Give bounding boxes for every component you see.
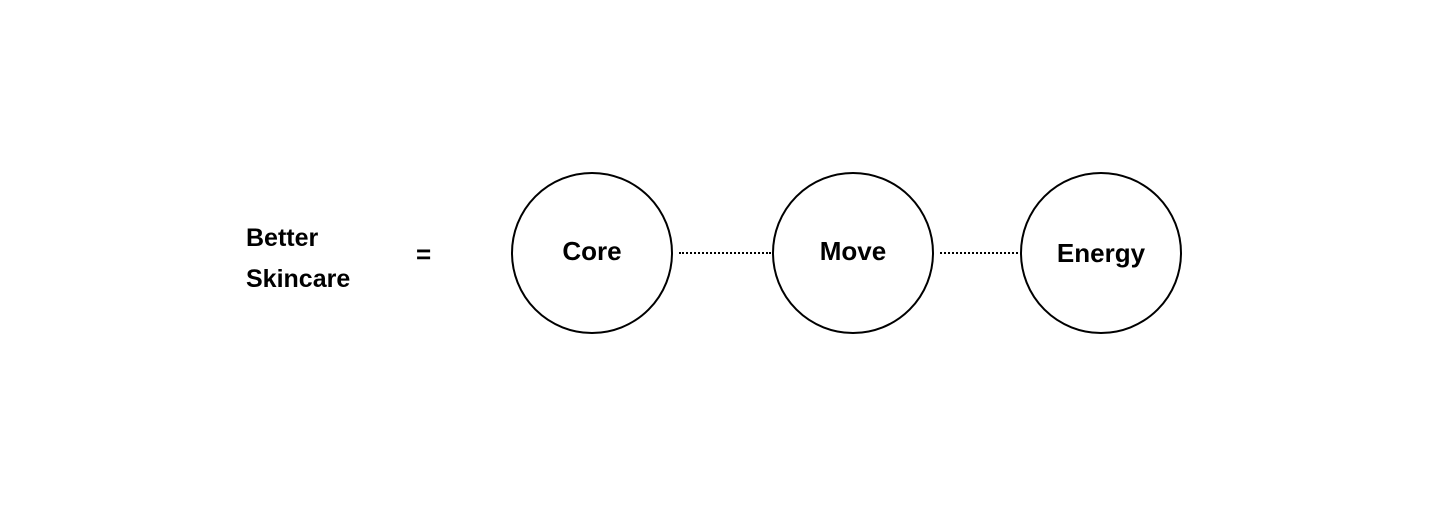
- node-move-label: Move: [819, 235, 887, 266]
- node-core-label: Core: [562, 235, 622, 266]
- node-energy-circle: Energy: [1020, 172, 1182, 334]
- node-move-circle: Move: [772, 172, 934, 334]
- dotted-connector-move-energy: [940, 252, 1018, 254]
- lhs-line-2: Skincare: [246, 265, 351, 293]
- node-energy-label: Energy: [1056, 238, 1146, 268]
- lhs-line-1: Better: [246, 224, 319, 252]
- equals-sign: =: [416, 239, 432, 269]
- dotted-connector-core-move: [679, 252, 771, 254]
- node-core-circle: Core: [511, 172, 673, 334]
- lhs-label: Better Skincare: [246, 218, 350, 300]
